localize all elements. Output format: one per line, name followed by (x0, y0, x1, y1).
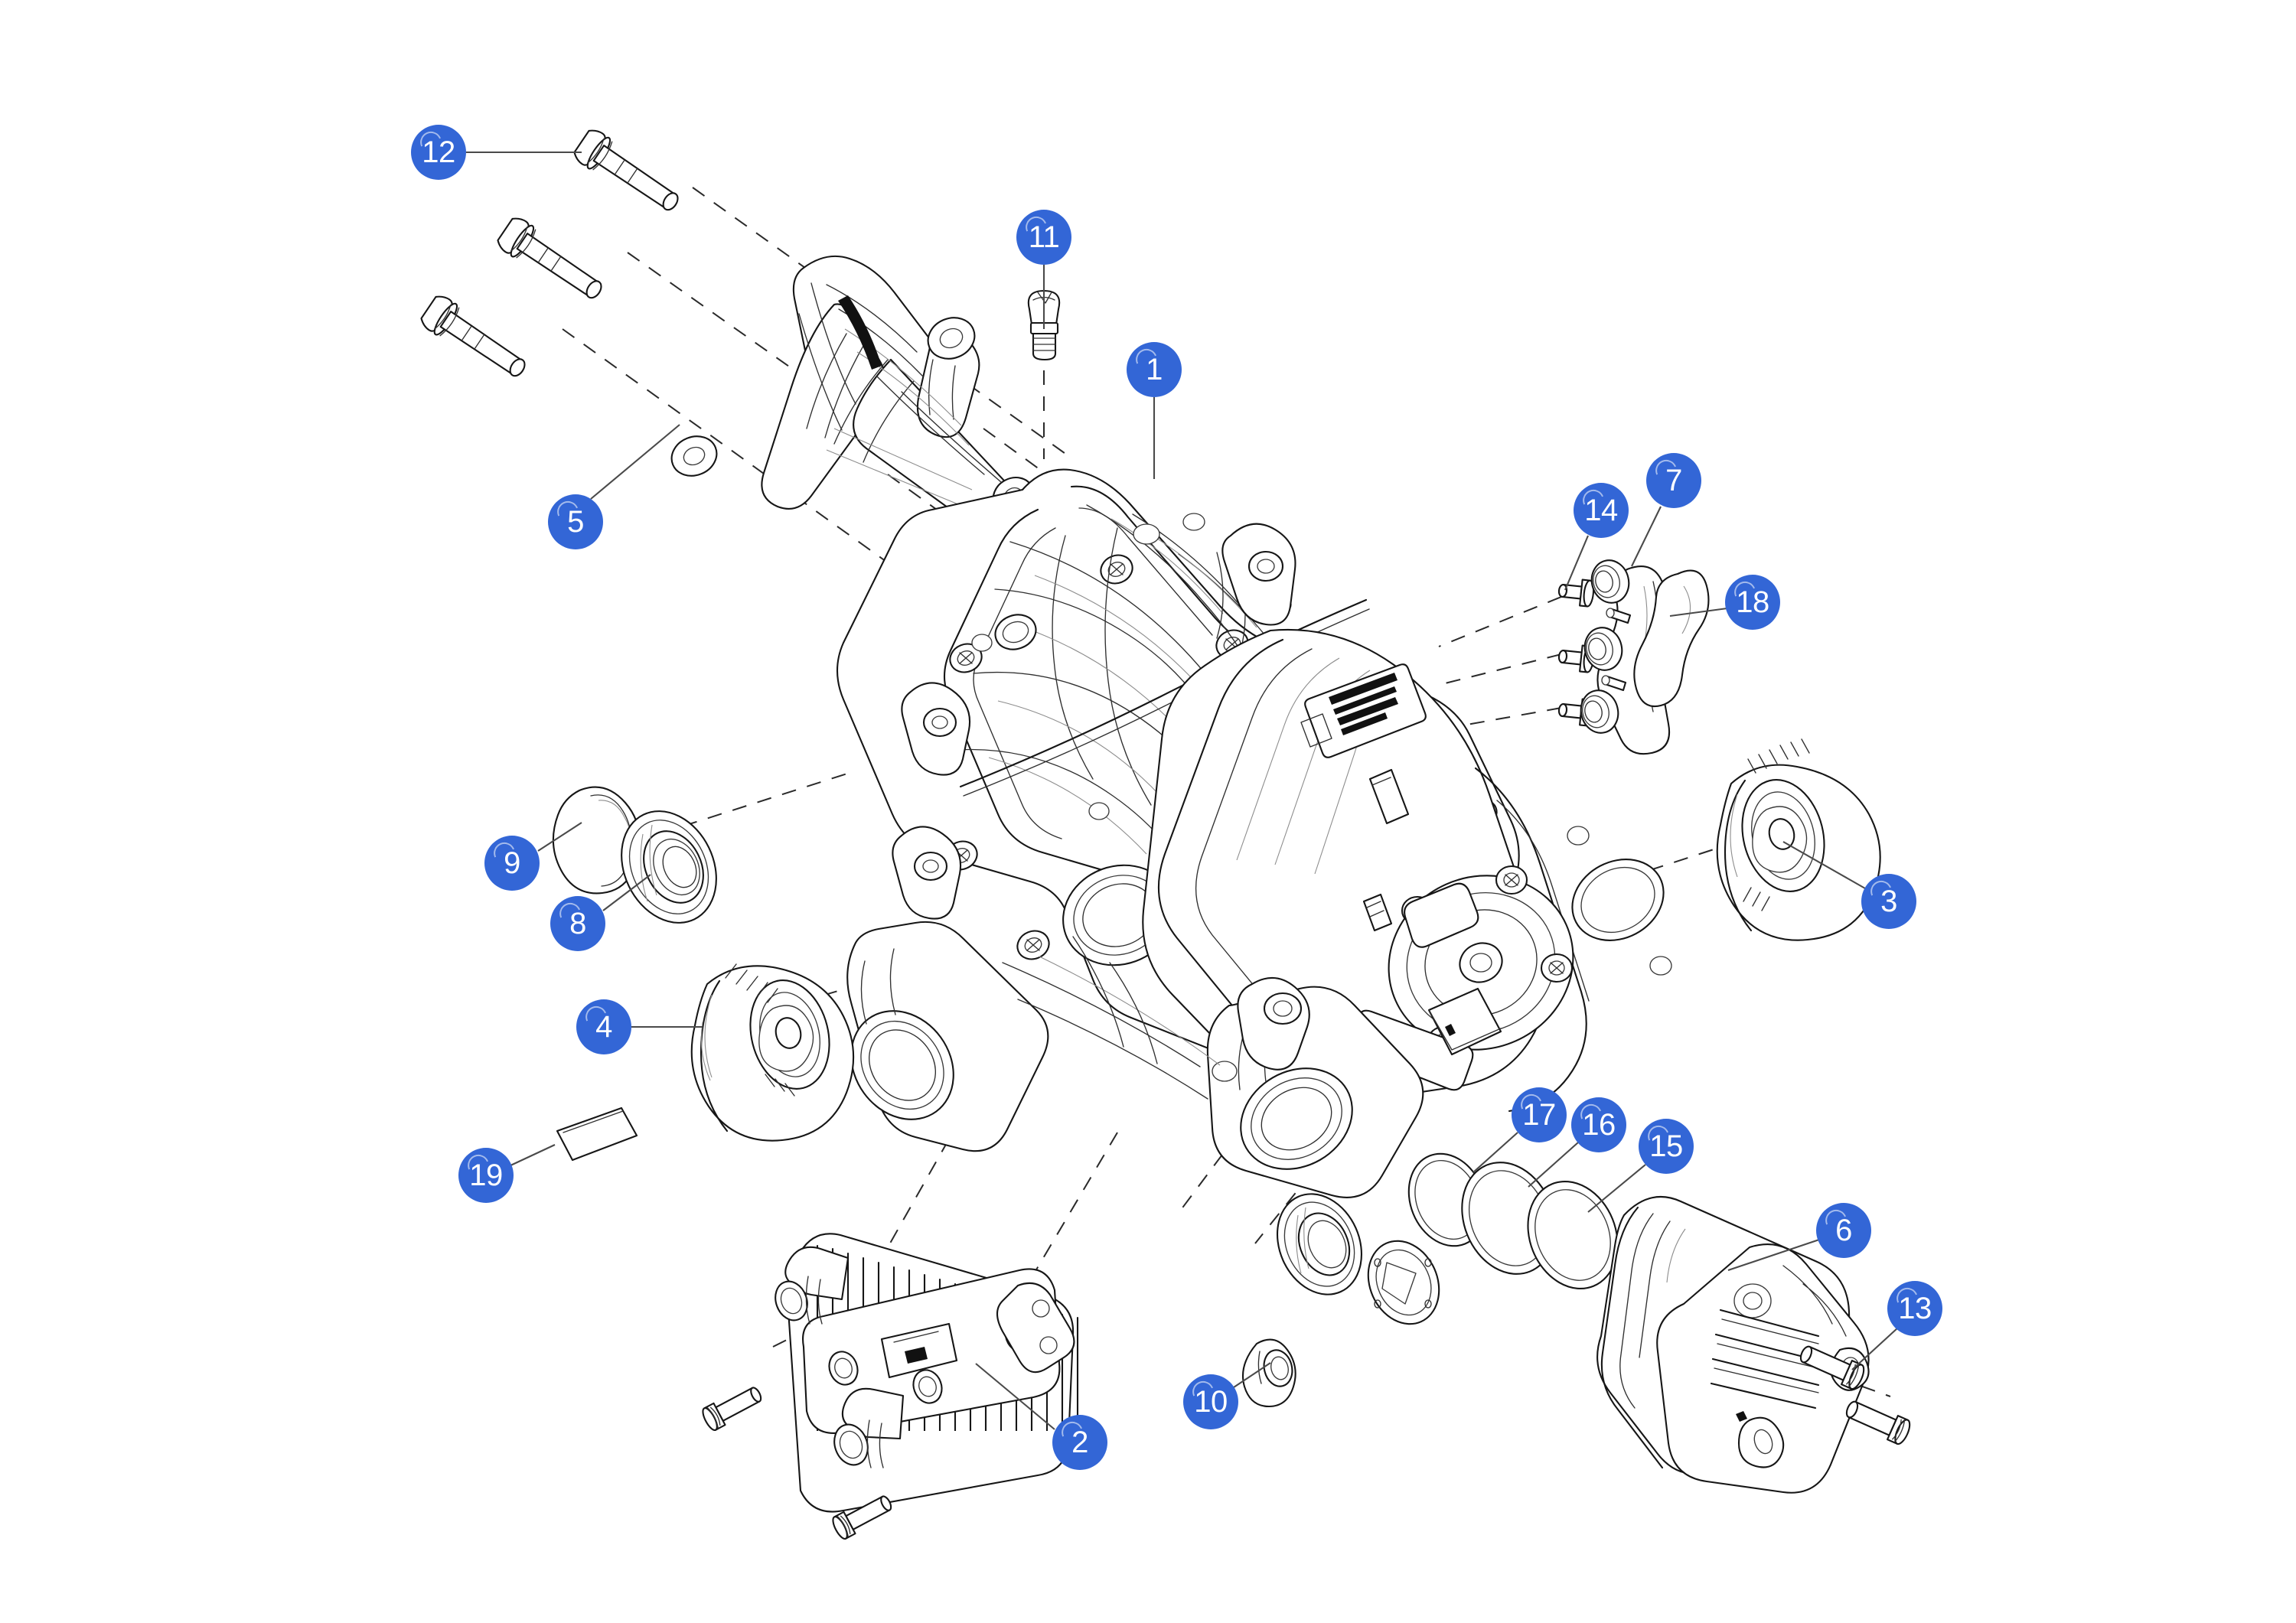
part-transaxle-housing (837, 468, 1672, 1198)
leader-line-7 (1631, 506, 1662, 567)
part-oil-cooler (775, 1233, 1079, 1513)
callout-badge-8[interactable]: 8 (550, 896, 605, 951)
leader-line-6 (1727, 1239, 1820, 1271)
part-o-ring-small (1527, 1180, 1619, 1290)
callout-badge-16[interactable]: 16 (1571, 1097, 1626, 1152)
callout-number: 9 (504, 846, 520, 880)
callout-badge-18[interactable]: 18 (1725, 575, 1780, 630)
leader-line-3 (1782, 841, 1866, 889)
leader-line-10 (1231, 1362, 1271, 1390)
part-mount-bushing-right (1716, 738, 1881, 941)
part-electric-oil-pump (1596, 1196, 1870, 1494)
part-shaft-seal-left (621, 810, 717, 924)
housing-data-label (1300, 663, 1427, 758)
leader-line-19 (508, 1144, 556, 1167)
callout-badge-15[interactable]: 15 (1639, 1119, 1694, 1174)
callout-number: 17 (1522, 1098, 1556, 1132)
callout-number: 5 (567, 505, 584, 539)
leader-line-16 (1528, 1142, 1579, 1188)
leader-line-8 (602, 874, 651, 911)
callout-number: 15 (1649, 1129, 1683, 1163)
callout-badge-11[interactable]: 11 (1016, 210, 1071, 265)
callout-badge-6[interactable]: 6 (1816, 1203, 1871, 1258)
callout-badge-12[interactable]: 12 (411, 125, 466, 180)
callout-number: 1 (1146, 353, 1163, 386)
callout-badge-13[interactable]: 13 (1887, 1281, 1942, 1336)
leader-line-17 (1473, 1132, 1518, 1173)
part-hex-flange-bolt-set (420, 129, 679, 377)
part-connector-bracket (1580, 559, 1671, 755)
part-sealing-cap-lower (1367, 1240, 1440, 1325)
part-cooler-retaining-bolt-set (702, 1387, 892, 1540)
part-gasket-seal (1633, 569, 1710, 708)
part-plug-sleeve (1241, 1338, 1296, 1408)
callout-badge-1[interactable]: 1 (1127, 342, 1182, 397)
leader-line-18 (1669, 607, 1728, 618)
part-shaft-seal-lower (1276, 1193, 1363, 1295)
callout-badge-19[interactable]: 19 (458, 1148, 514, 1203)
part-pump-retaining-bolt-set-right (1799, 1345, 1911, 1445)
leader-line-15 (1587, 1164, 1646, 1213)
leader-line-2 (975, 1363, 1055, 1430)
callout-badge-3[interactable]: 3 (1861, 874, 1916, 929)
callout-number: 10 (1194, 1385, 1228, 1419)
callout-badge-2[interactable]: 2 (1052, 1415, 1107, 1470)
callout-number: 13 (1898, 1292, 1932, 1325)
callout-number: 6 (1835, 1214, 1852, 1247)
leader-line-14 (1564, 535, 1589, 591)
callout-badge-4[interactable]: 4 (576, 999, 631, 1054)
callout-number: 12 (422, 135, 455, 169)
callout-number: 8 (569, 907, 586, 940)
callout-badge-9[interactable]: 9 (484, 836, 540, 891)
callout-number: 3 (1880, 885, 1897, 918)
callout-number: 16 (1582, 1108, 1616, 1142)
callout-number: 7 (1665, 464, 1682, 497)
callout-number: 14 (1584, 494, 1618, 527)
part-breather-vent-plug (1027, 289, 1061, 361)
callout-leader-lines (466, 151, 1899, 1430)
callout-badge-5[interactable]: 5 (548, 494, 603, 549)
callout-badge-14[interactable]: 14 (1574, 483, 1629, 538)
leader-line-13 (1851, 1327, 1899, 1370)
callout-number: 18 (1736, 585, 1769, 619)
callout-number: 4 (595, 1010, 612, 1044)
part-mount-bushing-left (690, 963, 855, 1142)
callout-number: 11 (1028, 220, 1060, 254)
leader-line-5 (590, 424, 680, 500)
callout-badge-17[interactable]: 17 (1512, 1087, 1567, 1142)
callout-number: 19 (469, 1159, 503, 1192)
callout-badge-10[interactable]: 10 (1183, 1374, 1238, 1429)
part-identification-plate (556, 1106, 638, 1162)
callout-number: 2 (1071, 1426, 1088, 1459)
callout-badge-7[interactable]: 7 (1646, 453, 1701, 508)
leader-line-9 (537, 822, 582, 852)
